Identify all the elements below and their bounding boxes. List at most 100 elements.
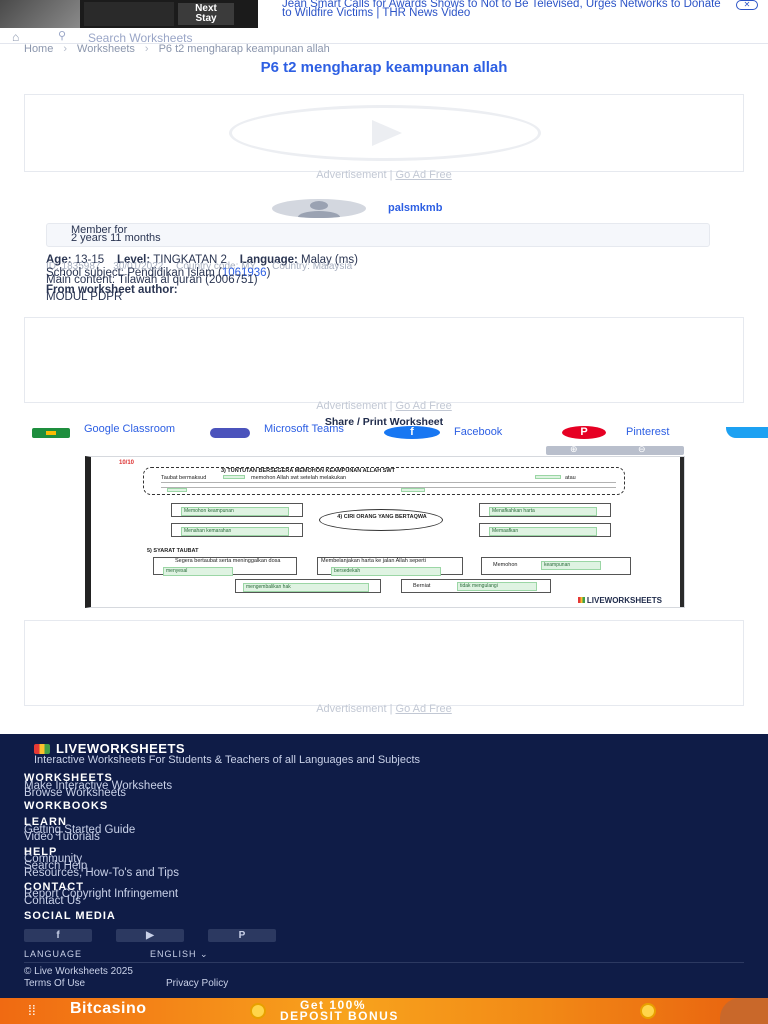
zoom-out-icon[interactable]: ⊖ [638,444,646,454]
ad-thumbnail-text [84,2,174,26]
ad-label: Advertisement | Go Ad Free [316,703,452,715]
breadcrumb-home[interactable]: Home [24,43,54,55]
ad-headline-link[interactable]: Jean Smart Calls for Awards Shows to Not… [282,0,721,19]
bottom-ad-banner[interactable]: ⁞⁞ Bitcasino Get 100% DEPOSIT BONUS [0,998,768,1024]
syarat-fill-5[interactable]: tidak mengulangi [457,582,537,591]
footer-pinterest-icon[interactable]: P [208,929,276,942]
ad-label: Advertisement | Go Ad Free [316,169,452,181]
language-label: Language: [239,254,298,266]
footer-link-make[interactable]: Make Interactive Worksheets [24,780,173,792]
home-icon[interactable]: ⌂ [12,30,20,44]
ciri-fill-left-2[interactable]: Menahan kemarahan [181,527,289,536]
coin-icon [250,1003,266,1019]
blank-3[interactable] [167,488,187,492]
section-1-box [143,467,625,495]
worksheet-preview[interactable]: 10/10 3) TUNTUTAN BERSEGERA MEMOHON KEAM… [85,456,685,608]
worksheet-id: ID: 1835987 [46,261,101,272]
breadcrumb-separator: › [63,43,68,55]
blank-1[interactable] [223,475,245,479]
facebook-icon[interactable]: f [384,426,440,439]
google-classroom-icon-inner [46,431,56,435]
share-microsoft-teams[interactable]: Microsoft Teams [264,423,344,435]
ad-mascot-image [720,998,768,1024]
from-author-label: From worksheet author: [46,284,178,296]
ad-next-button[interactable]: Next Stay [178,3,234,25]
liveworksheets-logo-icon [34,744,50,754]
footer-youtube-icon[interactable]: ▶ [116,929,184,942]
footer-link-community[interactable]: Community [24,853,83,865]
worksheet-date: 30/01/2022 [113,261,164,272]
syarat-fill-2[interactable]: bersedekah [331,567,441,576]
breadcrumb: Home › Worksheets › P6 t2 mengharap keam… [24,44,330,56]
breadcrumb-current: P6 t2 mengharap keampunan allah [158,43,330,55]
meta-row-from-author: From worksheet author: [46,284,746,296]
ad-slot-3[interactable] [24,620,744,706]
twitter-icon[interactable] [726,427,768,438]
play-button[interactable] [229,105,541,161]
ad-next-label: Next [195,3,217,14]
liveworksheets-logo-icon [577,597,585,603]
share-google-classroom[interactable]: Google Classroom [84,423,176,435]
advertisement-text: Advertisement [316,169,387,181]
video-ad-slot[interactable] [24,94,744,172]
footer-link-video-tutorials[interactable]: Video Tutorials [24,831,100,843]
ciri-center-oval [319,509,443,531]
footer-link-terms[interactable]: Terms Of Use [24,978,86,989]
intro-text-1: Taubat bermaksud [161,475,207,481]
go-ad-free-link[interactable]: Go Ad Free [395,703,452,715]
go-ad-free-link[interactable]: Go Ad Free [395,169,452,181]
subject-id-link[interactable]: 1061936 [221,267,267,279]
syarat-fill-3[interactable]: keampunan [541,561,601,570]
ciri-fill-right-1[interactable]: Menafkahkan harta [489,507,597,516]
top-ad-banner[interactable]: Next Stay Jean Smart Calls for Awards Sh… [0,0,768,28]
footer-link-report[interactable]: Report Copyright Infringement [24,888,179,900]
bottom-ad-brand: Bitcasino [70,1000,147,1017]
zoom-in-icon[interactable]: ⊕ [570,444,578,454]
subject-label: School subject: [46,267,124,279]
footer-link-browse[interactable]: Browse Worksheets [24,787,127,799]
footer-heading-workbooks[interactable]: WORKBOOKS [24,800,109,812]
avatar[interactable] [272,199,366,218]
google-classroom-icon[interactable] [32,428,70,438]
meta-row-ids: ID: 1835987 30/01/2022 Country code: MY … [46,261,746,272]
ad-video-thumbnail[interactable]: Next Stay [0,0,258,28]
syarat-fill-4[interactable]: mengembalikan hak [243,583,369,592]
breadcrumb-separator: › [144,43,149,55]
footer-link-getting-started[interactable]: Getting Started Guide [24,824,136,836]
language-value: Malay (ms) [301,254,358,266]
advertisement-text: Advertisement [316,703,387,715]
search-icon[interactable]: ⚲ [58,30,67,42]
language-select[interactable]: ENGLISH ⌄ [150,950,209,959]
share-pinterest[interactable]: Pinterest [626,426,670,438]
breadcrumb-worksheets[interactable]: Worksheets [77,43,135,55]
language-label: LANGUAGE [24,949,83,959]
ad-slot-2[interactable] [24,317,744,403]
chevron-down-icon: ⌄ [200,949,209,959]
language-value: ENGLISH [150,949,197,959]
footer-link-contact-us[interactable]: Contact Us [24,895,81,907]
intro-body-lines [161,482,616,492]
footer-logo[interactable]: LIVEWORKSHEETS [34,742,185,755]
pinterest-icon[interactable]: P [562,426,606,439]
ciri-fill-right-2[interactable]: Memaafkan [489,527,597,536]
footer-link-resources[interactable]: Resources, How-To's and Tips [24,867,179,879]
share-facebook[interactable]: Facebook [454,426,503,438]
syarat-fill-1[interactable]: menyesal [163,567,233,576]
worksheet-brand-text: LIVEWORKSHEETS [586,596,662,605]
ciri-fill-left-1[interactable]: Memohon keampunan [181,507,289,516]
footer-facebook-icon[interactable]: f [24,929,92,942]
blank-2[interactable] [535,475,561,479]
footer-heading-social: SOCIAL MEDIA [24,910,116,922]
blank-4[interactable] [401,488,425,492]
footer-link-privacy[interactable]: Privacy Policy [166,978,229,989]
search-input[interactable] [88,31,388,45]
go-ad-free-link[interactable]: Go Ad Free [395,400,452,412]
footer-link-search-help[interactable]: Search Help [24,860,88,872]
avatar-icon [310,201,328,210]
ad-close-icon[interactable]: ✕ [736,0,758,10]
footer-divider [24,962,744,963]
microsoft-teams-icon[interactable] [210,428,250,438]
advertisement-text: Advertisement [316,400,387,412]
ciri-center-title: 4) CIRI ORANG YANG BERTAQWA [337,514,427,520]
author-name-link[interactable]: palsmkmb [388,202,443,214]
